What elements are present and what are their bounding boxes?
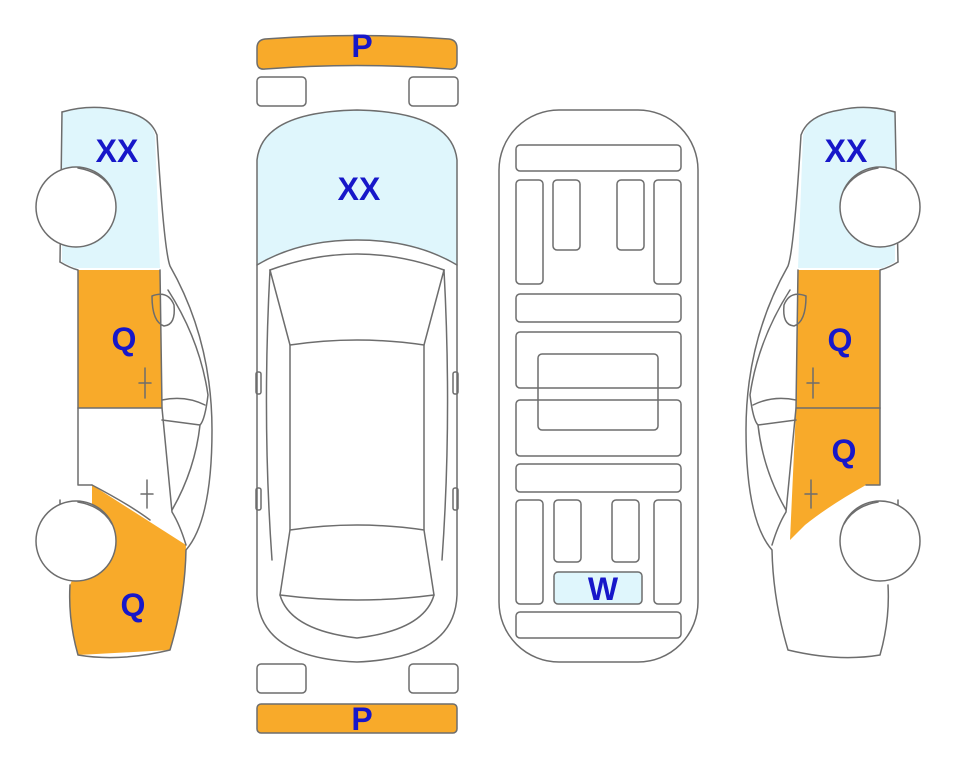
top-view [255,34,459,734]
underside-rear-code: W [588,571,619,607]
left-front-code: XX [96,133,139,169]
left-front-wheel [35,166,117,248]
hood-code: XX [338,171,381,207]
front-bumper-panel[interactable] [256,34,458,70]
hood-panel[interactable] [257,110,457,265]
right-front-code: XX [825,133,868,169]
left-rear-wheel [35,500,117,582]
rear-bumper-panel[interactable] [256,703,458,734]
left-front-door-code: Q [112,321,137,357]
rear-bumper-code: P [351,701,372,737]
zone-code-labels: P XX P W XX Q Q XX Q Q [96,28,868,737]
right-side-view [745,106,921,659]
right-rear-door-code: Q [832,433,857,469]
left-rear-quarter-code: Q [121,587,146,623]
underside-rear-panel[interactable] [553,571,643,605]
right-rear-wheel [839,500,921,582]
right-front-door-panel[interactable] [796,270,880,408]
underside-view [498,109,699,663]
right-front-wheel [839,166,921,248]
right-front-door-code: Q [828,322,853,358]
front-bumper-code: P [351,28,372,64]
right-rear-door-panel[interactable] [790,408,880,540]
left-front-door-panel[interactable] [78,270,162,408]
left-side-view [35,106,213,659]
